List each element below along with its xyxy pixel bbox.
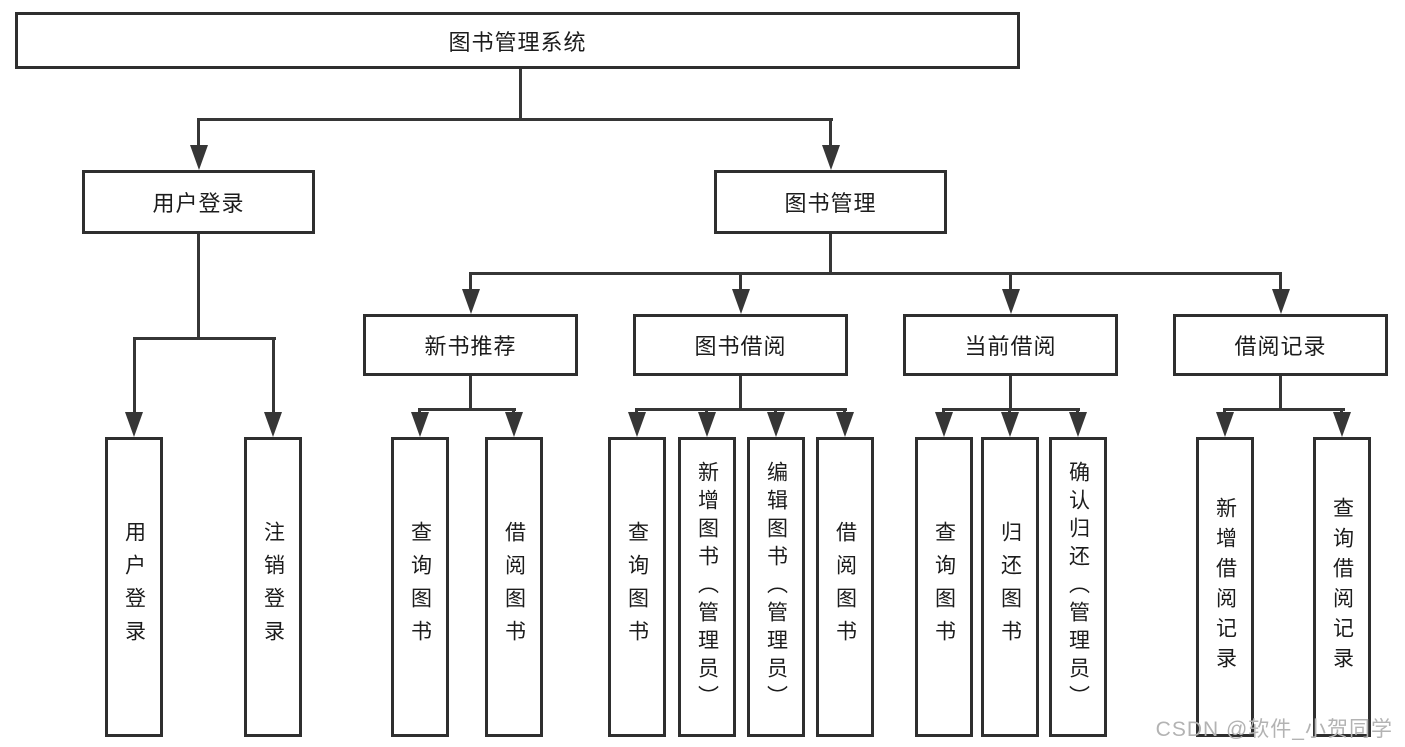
arrowhead-icon bbox=[1001, 412, 1019, 437]
arrowhead-icon bbox=[462, 289, 480, 314]
leaf-add-borrow-record: 新增借阅记录 bbox=[1196, 437, 1254, 737]
connector-drop bbox=[843, 408, 846, 415]
leaf-return-books: 归还图书 bbox=[981, 437, 1039, 737]
arrowhead-icon bbox=[505, 412, 523, 437]
connector-horizontal bbox=[635, 408, 847, 411]
connector-drop bbox=[1076, 408, 1079, 415]
connector-drop bbox=[418, 408, 421, 415]
connector-horizontal bbox=[942, 408, 1080, 411]
arrowhead-icon bbox=[1272, 289, 1290, 314]
leaf-query-books-current: 查询图书 bbox=[915, 437, 973, 737]
connector-stub bbox=[829, 234, 832, 272]
connector-drop bbox=[469, 272, 472, 292]
connector-horizontal bbox=[469, 272, 1281, 275]
connector-drop bbox=[512, 408, 515, 415]
leaf-borrow-books-recommend: 借阅图书 bbox=[485, 437, 543, 737]
leaf-edit-books-admin: 编辑图书（管理员） bbox=[747, 437, 805, 737]
leaf-add-books-admin: 新增图书（管理员） bbox=[678, 437, 736, 737]
arrowhead-icon bbox=[732, 289, 750, 314]
arrowhead-icon bbox=[935, 412, 953, 437]
connector-drop bbox=[133, 337, 136, 416]
arrowhead-icon bbox=[1216, 412, 1234, 437]
arrowhead-icon bbox=[125, 412, 143, 437]
leaf-query-books-borrow: 查询图书 bbox=[608, 437, 666, 737]
connector-stub bbox=[1009, 376, 1012, 408]
arrowhead-icon bbox=[822, 145, 840, 170]
connector-drop bbox=[635, 408, 638, 415]
connector-drop bbox=[1279, 272, 1282, 292]
leaf-query-borrow-record: 查询借阅记录 bbox=[1313, 437, 1371, 737]
arrowhead-icon bbox=[1333, 412, 1351, 437]
node-book-borrowing: 图书借阅 bbox=[633, 314, 848, 376]
connector-horizontal bbox=[1223, 408, 1345, 411]
connector-stub bbox=[739, 376, 742, 408]
connector-horizontal bbox=[418, 408, 516, 411]
watermark: CSDN @软件_小贺同学 bbox=[1155, 718, 1393, 741]
connector-drop bbox=[739, 272, 742, 292]
connector-drop bbox=[272, 337, 275, 416]
connector-drop bbox=[942, 408, 945, 415]
arrowhead-icon bbox=[836, 412, 854, 437]
node-user-login: 用户登录 bbox=[82, 170, 315, 234]
connector-drop bbox=[1009, 272, 1012, 292]
connector-drop bbox=[774, 408, 777, 415]
leaf-logout: 注销登录 bbox=[244, 437, 302, 737]
connector-l1-horizontal bbox=[197, 118, 833, 121]
node-current-borrowing: 当前借阅 bbox=[903, 314, 1118, 376]
connector-stub bbox=[469, 376, 472, 408]
leaf-confirm-return-admin: 确认归还（管理员） bbox=[1049, 437, 1107, 737]
node-library-management-system: 图书管理系统 bbox=[15, 12, 1020, 69]
arrowhead-icon bbox=[1069, 412, 1087, 437]
connector-stub bbox=[1279, 376, 1282, 408]
leaf-user-login: 用户登录 bbox=[105, 437, 163, 737]
connector-stub bbox=[197, 234, 200, 337]
arrowhead-icon bbox=[1002, 289, 1020, 314]
node-new-book-recommend: 新书推荐 bbox=[363, 314, 578, 376]
connector-root-stub bbox=[519, 69, 522, 120]
arrowhead-icon bbox=[628, 412, 646, 437]
arrowhead-icon bbox=[767, 412, 785, 437]
arrowhead-icon bbox=[190, 145, 208, 170]
connector-drop bbox=[197, 118, 200, 148]
node-borrowing-records: 借阅记录 bbox=[1173, 314, 1388, 376]
connector-drop bbox=[1340, 408, 1343, 415]
connector-drop bbox=[1223, 408, 1226, 415]
connector-horizontal bbox=[133, 337, 276, 340]
arrowhead-icon bbox=[264, 412, 282, 437]
connector-drop bbox=[1008, 408, 1011, 415]
arrowhead-icon bbox=[698, 412, 716, 437]
leaf-borrow-books: 借阅图书 bbox=[816, 437, 874, 737]
connector-drop bbox=[705, 408, 708, 415]
arrowhead-icon bbox=[411, 412, 429, 437]
node-book-management: 图书管理 bbox=[714, 170, 947, 234]
connector-drop bbox=[829, 118, 832, 148]
leaf-query-books-recommend: 查询图书 bbox=[391, 437, 449, 737]
